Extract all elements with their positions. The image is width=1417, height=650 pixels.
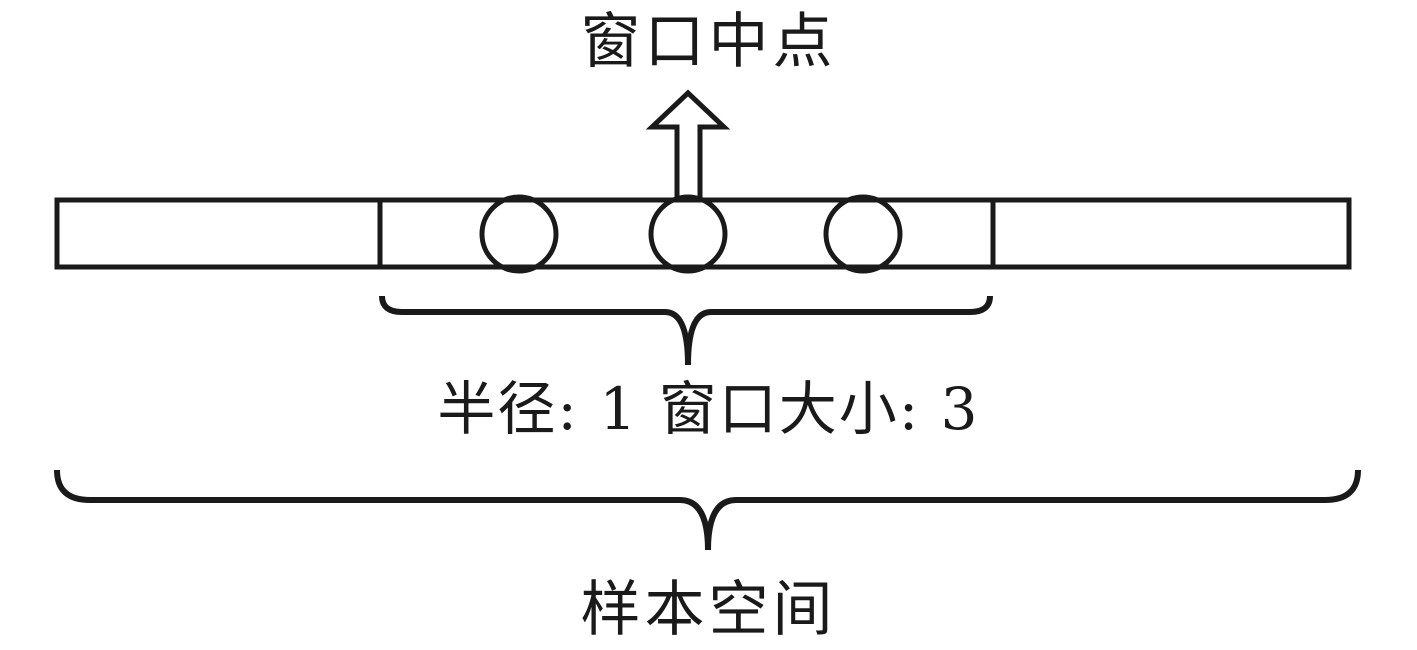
window-center-label: 窗口中点 [580,7,837,77]
sample-center [648,194,728,274]
up-arrow-icon [645,89,731,198]
window-brace [379,295,993,366]
sample-space-brace [54,469,1361,551]
sample-left [479,194,559,274]
sample-right [823,194,903,274]
radius-window-size-label: 半径: 1 窗口大小: 3 [437,375,980,443]
sample-space-label: 样本空间 [580,575,837,645]
sample-strip [54,197,1352,270]
